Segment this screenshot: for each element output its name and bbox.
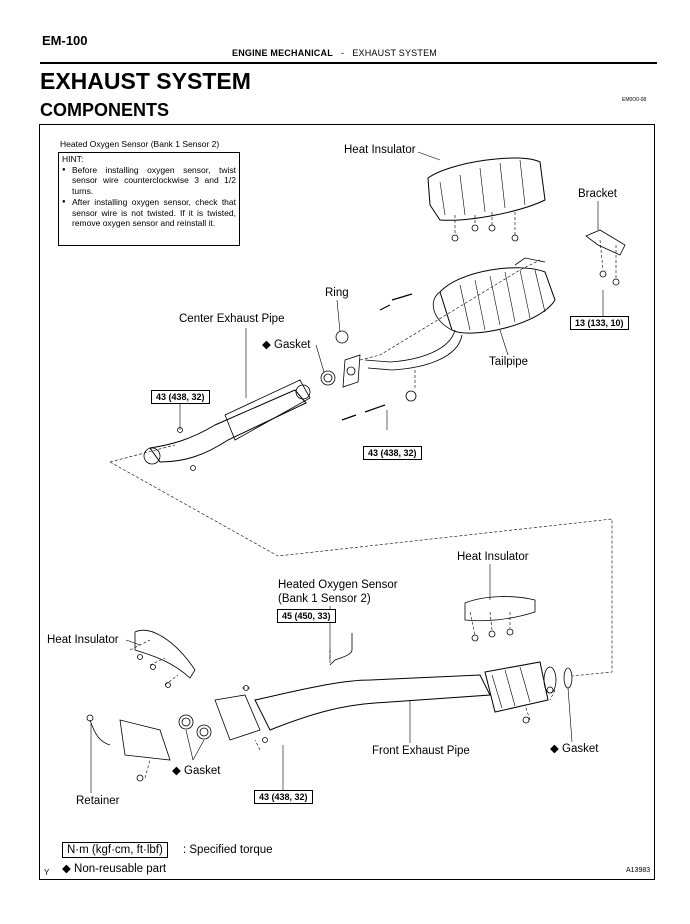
legend-torque-unit: N·m (kgf·cm, ft·lbf) bbox=[62, 842, 168, 858]
label-heat-insulator-left: Heat Insulator bbox=[47, 634, 119, 646]
page-subtitle: COMPONENTS bbox=[40, 100, 170, 120]
page-title: EXHAUST SYSTEM bbox=[40, 68, 251, 94]
legend-torque-text: : Specified torque bbox=[183, 844, 273, 856]
label-bracket: Bracket bbox=[578, 188, 617, 200]
legend-nonreusable: ◆ Non-reusable part bbox=[62, 863, 167, 875]
torque-center-pipe-rear: 43 (438, 32) bbox=[363, 446, 422, 460]
label-gasket-upper: ◆ Gasket bbox=[262, 339, 311, 351]
label-ring: Ring bbox=[325, 287, 349, 299]
hint-heading: HINT: bbox=[62, 154, 84, 164]
label-gasket-lower-left: ◆ Gasket bbox=[172, 765, 221, 777]
header-rule bbox=[40, 62, 657, 64]
hint-box: HINT: Before installing oxygen sensor, t… bbox=[58, 152, 240, 246]
hint-list: Before installing oxygen sensor, twist s… bbox=[62, 165, 236, 229]
label-retainer: Retainer bbox=[76, 795, 120, 807]
label-front-exhaust-pipe: Front Exhaust Pipe bbox=[372, 745, 470, 757]
torque-oxygen-sensor: 45 (450, 33) bbox=[277, 609, 336, 623]
figure-corner-mark: Y bbox=[44, 868, 50, 877]
label-heat-insulator-right: Heat Insulator bbox=[457, 551, 529, 563]
torque-bracket: 13 (133, 10) bbox=[570, 316, 629, 330]
figure-code: A13983 bbox=[626, 867, 651, 874]
label-heat-insulator-top: Heat Insulator bbox=[344, 144, 416, 156]
torque-center-pipe-front: 43 (438, 32) bbox=[151, 390, 210, 404]
hint-title: Heated Oxygen Sensor (Bank 1 Sensor 2) bbox=[60, 139, 220, 149]
subsection-name: EXHAUST SYSTEM bbox=[352, 48, 437, 58]
page-number: EM-100 bbox=[42, 33, 88, 48]
label-center-exhaust-pipe: Center Exhaust Pipe bbox=[179, 313, 285, 325]
running-header: ENGINE MECHANICAL - EXHAUST SYSTEM bbox=[232, 48, 437, 58]
hint-item: Before installing oxygen sensor, twist s… bbox=[62, 165, 236, 197]
figure-frame bbox=[39, 124, 655, 880]
torque-front-pipe: 43 (438, 32) bbox=[254, 790, 313, 804]
label-tailpipe: Tailpipe bbox=[489, 356, 528, 368]
label-gasket-lower-right: ◆ Gasket bbox=[550, 743, 599, 755]
label-heated-oxygen-sensor: Heated Oxygen Sensor bbox=[278, 579, 398, 591]
header-separator: - bbox=[341, 48, 345, 58]
label-heated-oxygen-sensor-bank: (Bank 1 Sensor 2) bbox=[278, 593, 371, 605]
section-name: ENGINE MECHANICAL bbox=[232, 48, 333, 58]
hint-item: After installing oxygen sensor, check th… bbox=[62, 197, 236, 229]
reference-code: EM0O0-08 bbox=[622, 97, 647, 103]
